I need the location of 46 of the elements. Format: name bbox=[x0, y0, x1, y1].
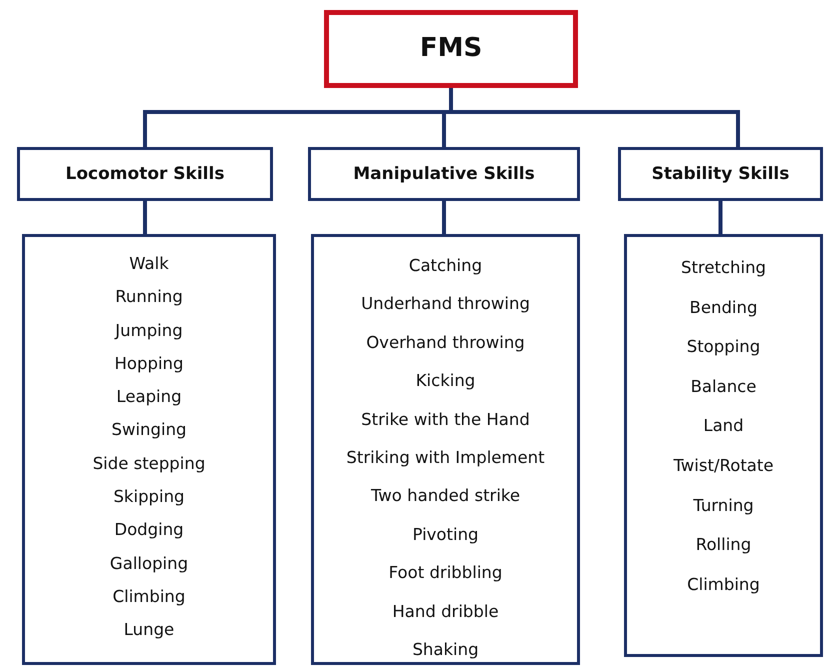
skill-item: Underhand throwing bbox=[361, 293, 530, 316]
skill-item: Stretching bbox=[680, 257, 766, 279]
skill-item: Pivoting bbox=[412, 524, 479, 546]
category-title: Locomotor Skills bbox=[66, 164, 224, 184]
skill-item: Striking with Implement bbox=[346, 447, 545, 470]
skill-item: Lunge bbox=[124, 619, 174, 642]
skill-item: Balance bbox=[690, 376, 756, 398]
category-title: Stability Skills bbox=[652, 164, 790, 184]
root-title: FMS bbox=[420, 33, 482, 65]
skill-item: Side stepping bbox=[92, 452, 206, 475]
skill-item: Twist/Rotate bbox=[673, 454, 774, 477]
category-box bbox=[618, 147, 823, 201]
skill-item: Land bbox=[703, 415, 744, 438]
skill-item: Hopping bbox=[114, 352, 184, 375]
skill-item: Strike with the Hand bbox=[361, 408, 530, 431]
skill-item: Jumping bbox=[115, 320, 183, 342]
skill-item: Leaping bbox=[116, 386, 182, 408]
category-box bbox=[308, 147, 580, 201]
skill-item: Rolling bbox=[696, 534, 752, 556]
skill-item: Overhand throwing bbox=[366, 332, 525, 354]
skill-item: Climbing bbox=[112, 586, 186, 608]
connector-line bbox=[718, 201, 722, 234]
skill-item: Kicking bbox=[416, 370, 476, 392]
skill-item: Hand dribble bbox=[392, 600, 499, 623]
skill-item: Stopping bbox=[686, 336, 760, 358]
skill-list-box bbox=[311, 234, 580, 665]
skill-item: Climbing bbox=[687, 574, 760, 596]
skill-item: Bending bbox=[690, 296, 758, 319]
skill-item: Walk bbox=[129, 253, 169, 275]
skill-item: Running bbox=[115, 286, 183, 308]
skill-list-box bbox=[22, 234, 276, 665]
skill-item: Foot dribbling bbox=[388, 562, 502, 584]
connector-line bbox=[442, 201, 446, 234]
root-box bbox=[324, 10, 578, 88]
skill-item: Two handed strike bbox=[370, 485, 520, 508]
skill-item: Galloping bbox=[110, 552, 188, 575]
skill-item: Shaking bbox=[412, 639, 479, 662]
category-title: Manipulative Skills bbox=[353, 164, 535, 184]
skill-item: Swinging bbox=[112, 419, 186, 442]
skill-item: Dodging bbox=[114, 519, 184, 542]
connector-line bbox=[143, 201, 147, 234]
skill-list-box bbox=[624, 234, 823, 657]
skill-item: Turning bbox=[693, 494, 754, 517]
category-box bbox=[17, 147, 273, 201]
skill-item: Skipping bbox=[113, 486, 185, 508]
skill-item: Catching bbox=[408, 255, 482, 277]
